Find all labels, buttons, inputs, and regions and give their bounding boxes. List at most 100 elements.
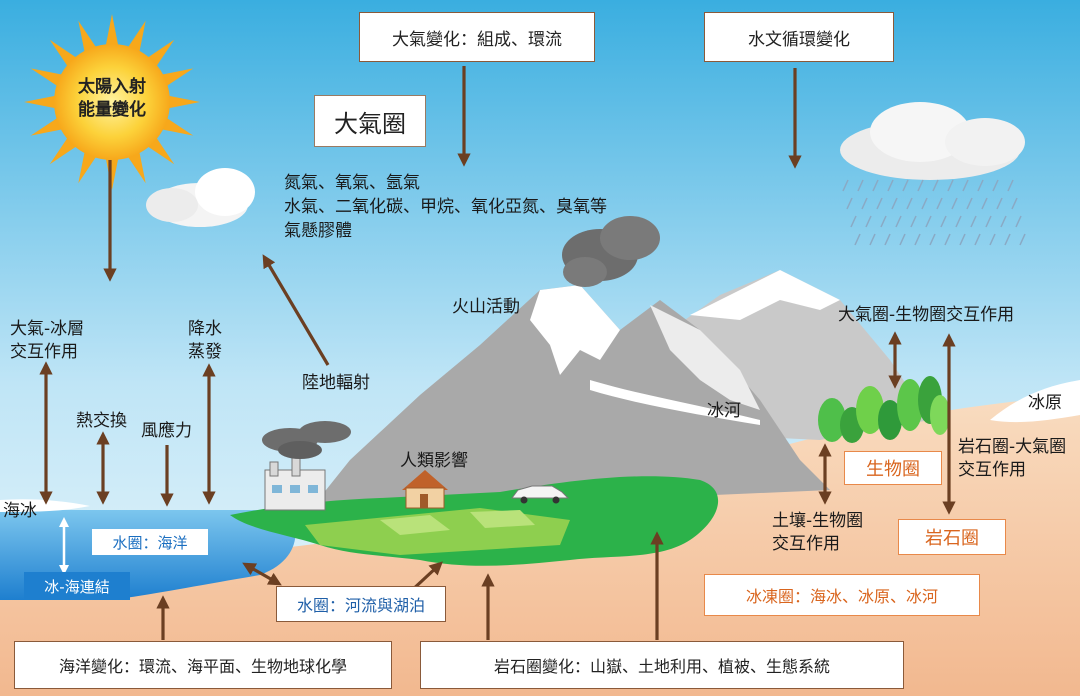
river-lake-box: 水圈：河流與湖泊	[276, 586, 446, 622]
sun-ray	[145, 39, 175, 69]
sun-ray	[166, 95, 200, 109]
arrows	[39, 66, 956, 640]
sun-ray	[30, 68, 65, 88]
heat-exchange-label: 熱交換	[76, 411, 127, 431]
rain-drop	[940, 215, 947, 228]
rain-drop	[884, 233, 891, 246]
litho-atmos-label-1: 岩石圈-大氣圈	[958, 437, 1067, 457]
gas-line-3: 氣懸膠體	[284, 221, 352, 241]
rain-drop	[929, 233, 936, 246]
sun-ray	[145, 135, 175, 165]
rain-drop	[944, 233, 951, 246]
atmos-ice-label-1: 大氣-冰層	[10, 319, 85, 339]
hydro-change-box: 水文循環變化	[704, 12, 894, 62]
biosphere-box: 生物圈	[844, 451, 942, 485]
sun-ray	[49, 135, 79, 165]
rain-drop	[1007, 179, 1014, 192]
rain-drop	[854, 233, 861, 246]
rain-drop	[959, 233, 966, 246]
sun-label-line1: 太陽入射	[78, 77, 146, 97]
rain-drop	[880, 215, 887, 228]
rain-drop	[981, 197, 988, 210]
factory	[264, 457, 326, 511]
rain-drop	[891, 197, 898, 210]
rain-drop	[1015, 215, 1022, 228]
rain-drop	[966, 197, 973, 210]
land-radiation-label: 陸地輻射	[302, 373, 370, 393]
rain-drop	[962, 179, 969, 192]
evap-label: 蒸發	[188, 342, 222, 362]
rain-drop	[977, 179, 984, 192]
rain-drop	[951, 197, 958, 210]
sea-ice-shape	[0, 499, 90, 512]
arrow-ocean-river	[242, 562, 282, 586]
rain-drop	[955, 215, 962, 228]
ice-sea-box: 冰-海連結	[24, 572, 130, 600]
house	[402, 470, 448, 509]
lithosphere-box: 岩石圈	[898, 519, 1006, 555]
rain-drop	[1000, 215, 1007, 228]
sun-ray	[126, 149, 146, 184]
rain-drop	[857, 179, 864, 192]
rain-streaks	[842, 179, 1026, 246]
sun-ray	[159, 116, 194, 136]
rain-drop	[917, 179, 924, 192]
sea-ice-label: 海冰	[3, 501, 37, 521]
rain-drop	[947, 179, 954, 192]
rain-drop	[936, 197, 943, 210]
human-impact-label: 人類影響	[400, 451, 468, 471]
volcano-snow	[530, 285, 620, 375]
rain-drop	[985, 215, 992, 228]
rain-cloud	[840, 102, 1025, 180]
rain-drop	[872, 179, 879, 192]
rain-drop	[992, 179, 999, 192]
soil-bio-label-1: 土壤-生物圈	[772, 511, 864, 531]
rain-drop	[1004, 233, 1011, 246]
rain-drop	[850, 215, 857, 228]
rain-drop	[921, 197, 928, 210]
rain-drop	[1011, 197, 1018, 210]
factory-smoke	[262, 421, 351, 459]
rain-drop	[842, 179, 849, 192]
ice-plain-label: 冰原	[1028, 393, 1062, 413]
rain-drop	[989, 233, 996, 246]
sun-ray	[126, 20, 146, 55]
car	[511, 485, 570, 504]
rain-drop	[914, 233, 921, 246]
cryosphere-box: 冰凍圈：海冰、冰原、冰河	[704, 574, 980, 616]
rain-drop	[861, 197, 868, 210]
rain-drop	[902, 179, 909, 192]
sun-ray	[30, 116, 65, 136]
sun-ray	[159, 68, 194, 88]
ice-plain-shape	[990, 380, 1080, 423]
sun-ray	[105, 14, 119, 48]
precip-label: 降水	[188, 319, 222, 339]
sun-ray	[78, 20, 98, 55]
trees	[818, 376, 950, 443]
far-mountain-snow	[690, 270, 840, 320]
rain-drop	[974, 233, 981, 246]
volcano-smoke	[562, 216, 660, 287]
glacier-shape	[650, 305, 760, 410]
glacier-stripe	[590, 380, 760, 425]
ocean-change-box: 海洋變化：環流、海平面、生物地球化學	[14, 641, 392, 689]
soil-bio-label-2: 交互作用	[772, 534, 840, 554]
arrow-land-radiation	[262, 254, 330, 366]
rain-drop	[996, 197, 1003, 210]
rain-drop	[1019, 233, 1026, 246]
litho-atmos-label-2: 交互作用	[958, 460, 1026, 480]
rain-drop	[876, 197, 883, 210]
cloud-left	[146, 168, 255, 227]
atmos-ice-label-2: 交互作用	[10, 342, 78, 362]
sun-label-line2: 能量變化	[78, 100, 146, 120]
litho-change-box: 岩石圈變化：山嶽、土地利用、植被、生態系統	[420, 641, 904, 689]
rain-drop	[895, 215, 902, 228]
rain-drop	[925, 215, 932, 228]
glacier-label: 冰河	[707, 401, 741, 421]
volcano-label: 火山活動	[452, 297, 520, 317]
rain-drop	[932, 179, 939, 192]
atmosphere-title: 大氣圈	[314, 95, 426, 147]
sun-ray	[78, 149, 98, 184]
